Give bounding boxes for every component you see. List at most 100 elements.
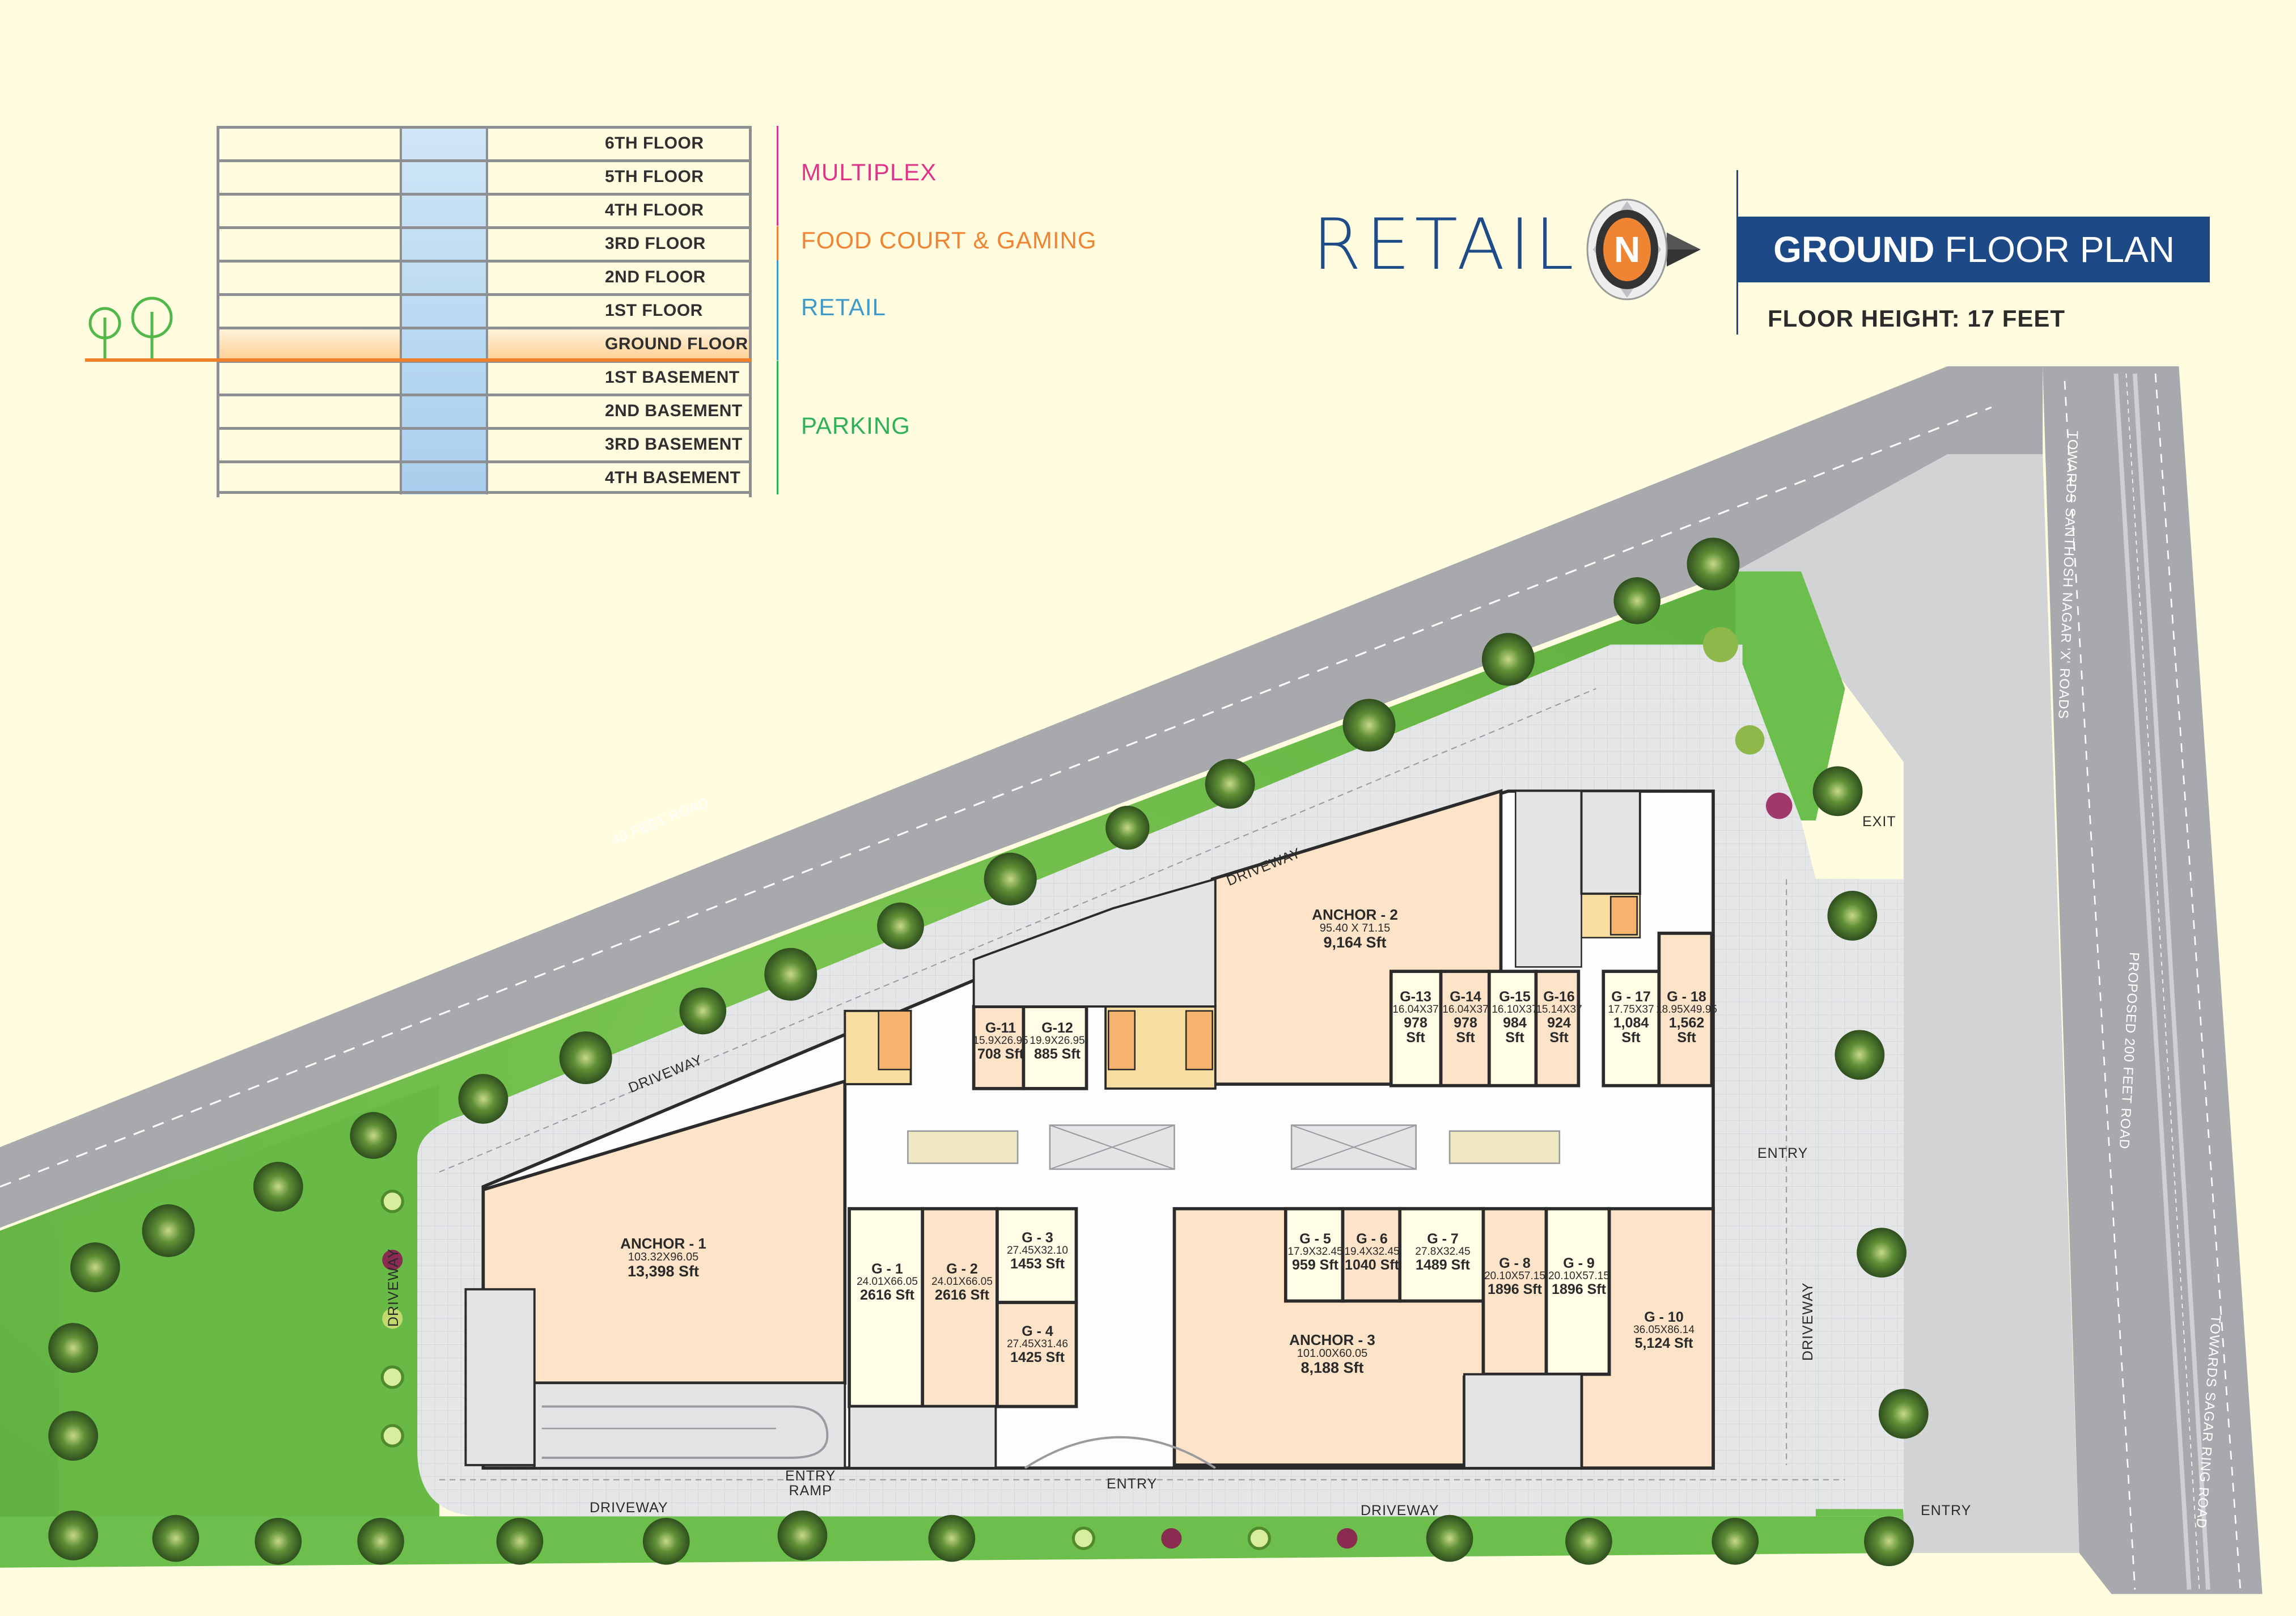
label-exit: EXIT — [1862, 814, 1896, 830]
unit-label-anchor-3[interactable]: ANCHOR - 3 101.00X60.05 8,188 Sft — [1289, 1332, 1375, 1376]
unit-label-g15[interactable]: G-15 16.10X37 984 Sft — [1492, 989, 1537, 1046]
unit-label-g9[interactable]: G - 9 20.10X57.15 1896 Sft — [1548, 1256, 1609, 1297]
section-row-b3 — [217, 427, 752, 460]
unit-dims: 19.4X32.45 — [1344, 1246, 1400, 1258]
unit-dims: 18.95X49.95 — [1656, 1004, 1717, 1016]
category-parking: PARKING — [801, 412, 910, 439]
unit-label-g6[interactable]: G - 6 19.4X32.45 1040 Sft — [1344, 1231, 1400, 1273]
floor-label-b1: 1ST BASEMENT — [605, 368, 740, 387]
unit-dims: 19.9X26.95 — [1030, 1035, 1085, 1047]
plan-title-rest: FLOOR PLAN — [1945, 229, 2175, 270]
unit-area: 2616 Sft — [860, 1287, 914, 1304]
section-row-5th — [217, 159, 752, 193]
unit-id: G - 6 — [1356, 1231, 1388, 1247]
unit-dims: 16.04X37 — [1442, 1004, 1489, 1016]
bracket-parking — [777, 361, 786, 494]
unit-area-suffix: Sft — [1456, 1030, 1475, 1046]
category-multiplex: MULTIPLEX — [801, 159, 937, 185]
unit-label-g16[interactable]: G-16 15.14X37 924 Sft — [1536, 989, 1582, 1046]
unit-area: 708 Sft — [977, 1046, 1024, 1063]
unit-label-g4[interactable]: G - 4 27.45X31.46 1425 Sft — [1007, 1324, 1068, 1365]
unit-dims: 103.32X96.05 — [628, 1251, 699, 1264]
unit-area-suffix: Sft — [1505, 1030, 1524, 1046]
unit-label-g14[interactable]: G-14 16.04X37 978 Sft — [1442, 989, 1488, 1046]
unit-label-anchor-1[interactable]: ANCHOR - 1 103.32X96.05 13,398 Sft — [620, 1236, 706, 1279]
unit-label-g1[interactable]: G - 1 24.01X66.05 2616 Sft — [857, 1262, 918, 1304]
unit-area: 1896 Sft — [1552, 1281, 1606, 1298]
floor-label-b4: 4TH BASEMENT — [605, 468, 741, 487]
unit-id: G - 8 — [1499, 1255, 1531, 1271]
unit-area: 1489 Sft — [1416, 1257, 1470, 1274]
category-food-court: FOOD COURT & GAMING — [801, 227, 1097, 253]
floor-label-b2: 2ND BASEMENT — [605, 401, 743, 420]
building — [464, 789, 1715, 1470]
label-driveway-south-west: DRIVEWAY — [590, 1500, 668, 1516]
label-entry-south: ENTRY — [1107, 1476, 1158, 1492]
unit-id: G-16 — [1543, 989, 1575, 1005]
floor-label-2nd: 2ND FLOOR — [605, 268, 706, 286]
unit-id: G - 3 — [1022, 1230, 1053, 1246]
label-driveway-west: DRIVEWAY — [386, 1248, 401, 1327]
floor-height-note: FLOOR HEIGHT: 17 FEET — [1768, 305, 2066, 332]
unit-label-g11[interactable]: G-11 15.9X26.95 708 Sft — [973, 1020, 1028, 1063]
unit-area: 1,084 — [1613, 1015, 1649, 1031]
unit-id: G - 2 — [946, 1261, 978, 1277]
label-entry-east: ENTRY — [1757, 1145, 1808, 1161]
unit-label-g8[interactable]: G - 8 20.10X57.15 1896 Sft — [1484, 1256, 1545, 1297]
section-row-3rd — [217, 226, 752, 260]
unit-id: G-11 — [985, 1020, 1016, 1036]
ground-level-line — [85, 358, 751, 362]
unit-area: 984 — [1503, 1015, 1527, 1031]
unit-id: G - 7 — [1427, 1231, 1459, 1247]
unit-dims: 24.01X66.05 — [857, 1276, 918, 1288]
unit-area-suffix: Sft — [1406, 1030, 1425, 1046]
unit-dims: 36.05X86.14 — [1633, 1324, 1695, 1336]
compass-north-icon: N — [1586, 198, 1701, 301]
plan-title-bold: GROUND — [1773, 229, 1935, 270]
unit-dims: 27.8X32.45 — [1415, 1246, 1471, 1258]
unit-id: G - 10 — [1644, 1309, 1684, 1325]
section-title: RETAIL — [1312, 204, 1579, 286]
entry-ramp-line1: ENTRY — [785, 1468, 836, 1484]
unit-dims: 20.10X57.15 — [1548, 1270, 1609, 1283]
tree-icon — [88, 297, 173, 358]
unit-dims: 20.10X57.15 — [1484, 1270, 1545, 1283]
unit-label-anchor-2[interactable]: ANCHOR - 2 95.40 X 71.15 9,164 Sft — [1312, 907, 1398, 951]
unit-dims: 24.01X66.05 — [931, 1276, 993, 1288]
unit-area-suffix: Sft — [1549, 1030, 1569, 1046]
section-row-ground — [217, 327, 752, 360]
unit-dims: 16.10X37 — [1492, 1004, 1538, 1016]
unit-dims: 15.9X26.95 — [973, 1035, 1028, 1047]
unit-dims: 17.75X37 — [1608, 1004, 1654, 1016]
unit-label-g3[interactable]: G - 3 27.45X32.10 1453 Sft — [1007, 1230, 1068, 1272]
unit-label-g2[interactable]: G - 2 24.01X66.05 2616 Sft — [931, 1261, 993, 1303]
unit-label-g18[interactable]: G - 18 18.95X49.95 1,562 Sft — [1656, 989, 1717, 1046]
unit-area: 1453 Sft — [1010, 1256, 1065, 1272]
unit-id: G - 5 — [1299, 1231, 1331, 1247]
unit-dims: 15.14X37 — [1536, 1004, 1582, 1016]
unit-id: G - 17 — [1611, 989, 1651, 1005]
roads — [0, 366, 2263, 1594]
unit-label-g7[interactable]: G - 7 27.8X32.45 1489 Sft — [1415, 1231, 1471, 1274]
unit-area-suffix: Sft — [1621, 1030, 1641, 1046]
unit-area: 978 — [1454, 1015, 1477, 1031]
label-driveway-east: DRIVEWAY — [1800, 1282, 1816, 1361]
unit-id: G-12 — [1041, 1020, 1073, 1036]
unit-label-g10[interactable]: G - 10 36.05X86.14 5,124 Sft — [1633, 1310, 1695, 1351]
entry-ramp-line2: RAMP — [789, 1483, 832, 1499]
floor-label-4th: 4TH FLOOR — [605, 201, 704, 219]
unit-label-g13[interactable]: G-13 16.04X37 978 Sft — [1392, 989, 1438, 1046]
unit-dims: 27.45X32.10 — [1007, 1245, 1068, 1257]
floor-label-b3: 3RD BASEMENT — [605, 435, 743, 454]
unit-label-g17[interactable]: G - 17 17.75X37 1,084 Sft — [1608, 989, 1654, 1046]
unit-area: 9,164 Sft — [1323, 934, 1387, 951]
unit-label-g5[interactable]: G - 5 17.9X32.45 959 Sft — [1287, 1231, 1342, 1273]
floor-label-1st: 1ST FLOOR — [605, 301, 703, 320]
unit-dims: 95.40 X 71.15 — [1319, 922, 1391, 935]
bracket-food-court — [777, 226, 786, 260]
label-entry-southeast: ENTRY — [1921, 1503, 1972, 1518]
unit-dims: 101.00X60.05 — [1297, 1347, 1368, 1360]
unit-label-g12[interactable]: G-12 19.9X26.95 885 Sft — [1030, 1020, 1085, 1062]
category-retail: RETAIL — [801, 294, 886, 320]
